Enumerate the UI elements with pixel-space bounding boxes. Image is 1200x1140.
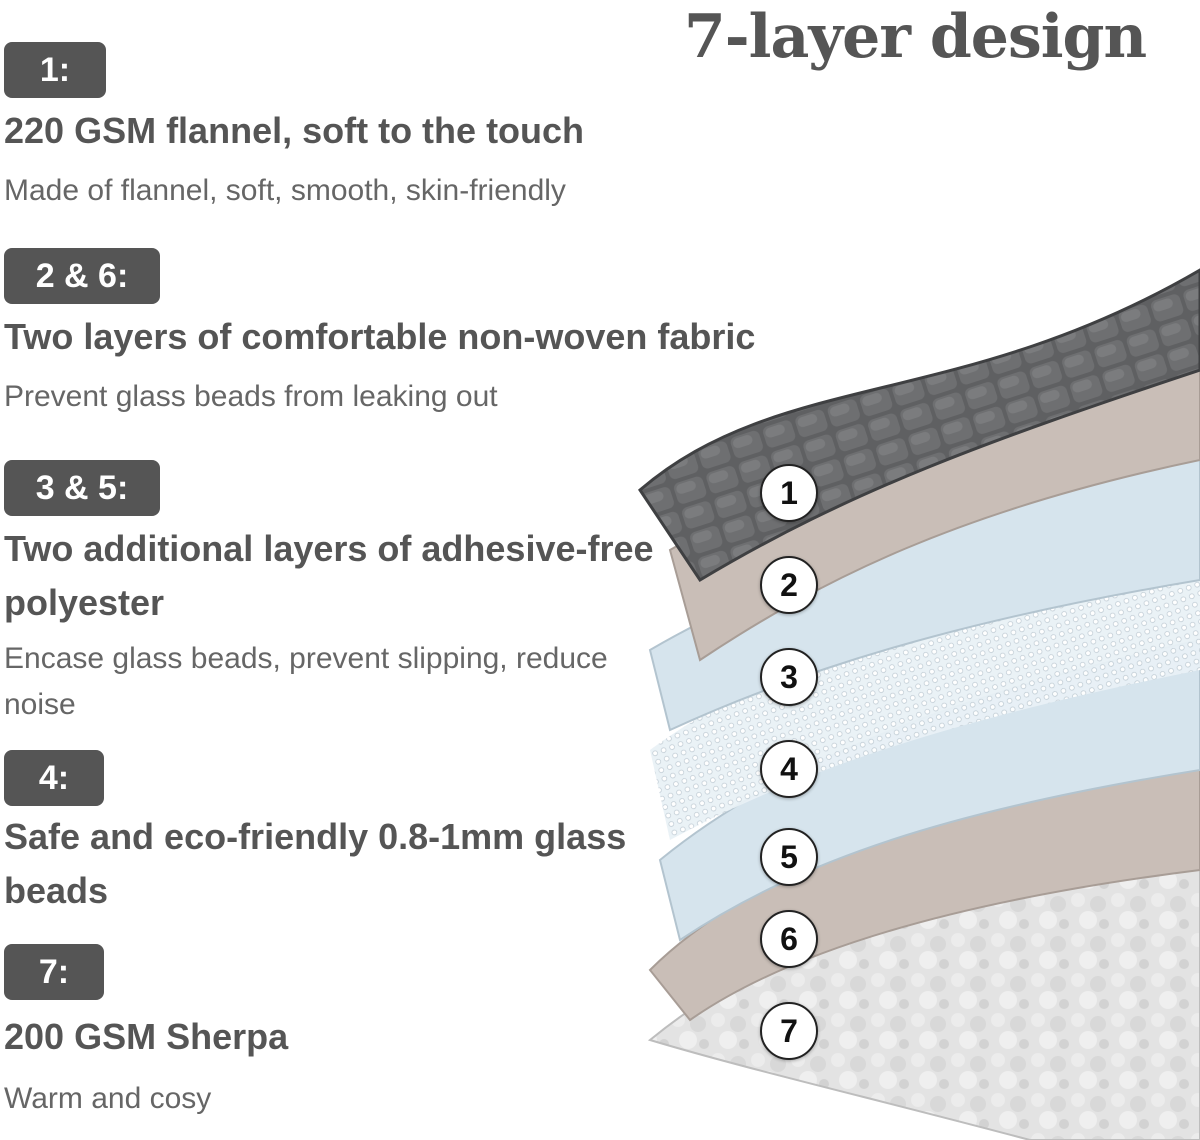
desc-layer-2-6: Prevent glass beads from leaking out (4, 380, 498, 413)
badge-layer-2-6: 2 & 6: (4, 248, 160, 304)
badge-layer-3-5: 3 & 5: (4, 460, 160, 516)
layer-number-2: 2 (760, 556, 818, 614)
layer-number-7: 7 (760, 1002, 818, 1060)
layer-number-3: 3 (760, 648, 818, 706)
desc-layer-3-5: Encase glass beads, prevent slipping, re… (4, 642, 608, 721)
badge-layer-1: 1: (4, 42, 106, 98)
desc-layer-1: Made of flannel, soft, smooth, skin-frie… (4, 174, 566, 207)
heading-layer-3-5: Two additional layers of adhesive-free p… (4, 528, 654, 623)
heading-layer-4: Safe and eco-friendly 0.8-1mm glass bead… (4, 816, 627, 911)
layer-number-4: 4 (760, 740, 818, 798)
heading-layer-2-6: Two layers of comfortable non-woven fabr… (4, 316, 756, 357)
badge-layer-7: 7: (4, 944, 104, 1000)
heading-layer-7: 200 GSM Sherpa (4, 1016, 289, 1057)
desc-layer-7: Warm and cosy (4, 1082, 212, 1115)
layer-illustration (638, 268, 1200, 1140)
page-title: 7-layer design (684, 2, 1147, 72)
layer-number-5: 5 (760, 828, 818, 886)
layer-number-1: 1 (760, 464, 818, 522)
layer-number-6: 6 (760, 910, 818, 968)
badge-layer-4: 4: (4, 750, 104, 806)
heading-layer-1: 220 GSM flannel, soft to the touch (4, 110, 585, 151)
